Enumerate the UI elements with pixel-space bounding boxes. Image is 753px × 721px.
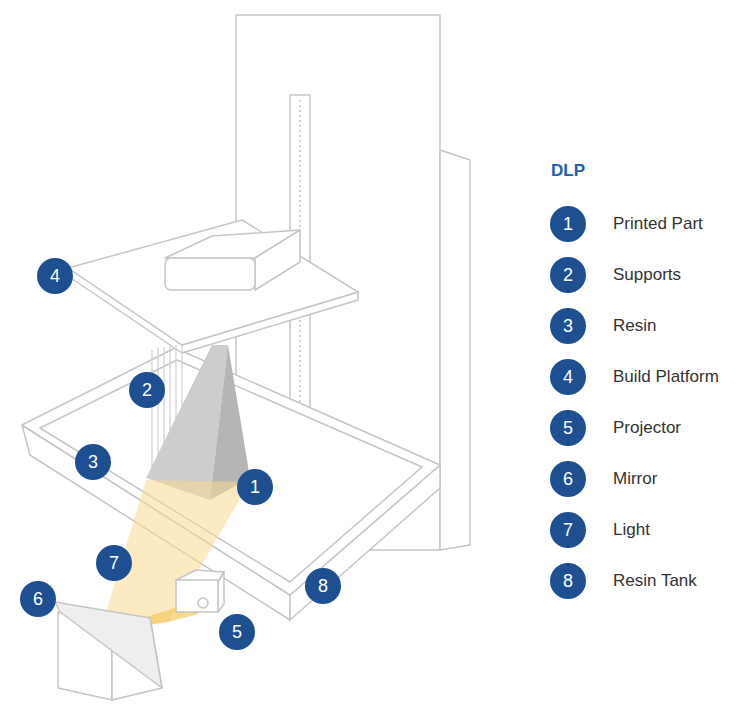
callout-circle: 2 [129,372,165,408]
projector [176,580,218,612]
part-name: Mirror [613,469,657,489]
callout-circle: 2 [550,257,586,293]
callout-number: 7 [563,521,573,539]
callout-circle: 5 [550,410,586,446]
part-name: Light [613,520,650,540]
part-name: Printed Part [613,214,703,234]
callout-circle: 7 [550,512,586,548]
legend-title: DLP [551,161,585,181]
callout-number: 3 [563,317,573,335]
callout-number: 2 [563,266,573,284]
part-name: Resin Tank [613,571,697,591]
projector-lens [198,598,208,608]
part-name: Build Platform [613,367,719,387]
callout-circle: 8 [550,563,586,599]
callout-number: 5 [563,419,573,437]
tower-side [440,150,470,550]
callout-number: 3 [88,453,98,471]
callout-circle: 7 [96,545,132,581]
callout-number: 7 [109,554,119,572]
part-name: Supports [613,265,681,285]
callout-number: 6 [33,590,43,608]
projector-side [218,572,224,612]
callout-number: 2 [142,381,152,399]
callout-number: 8 [563,572,573,590]
callout-circle: 6 [20,581,56,617]
callout-circle: 4 [550,359,586,395]
callout-circle: 5 [219,614,255,650]
callout-number: 8 [318,577,328,595]
callout-number: 1 [563,215,573,233]
part-name: Projector [613,418,681,438]
arm-front [165,258,255,290]
callout-number: 4 [563,368,573,386]
callout-number: 6 [563,470,573,488]
callout-circle: 1 [550,206,586,242]
callout-circle: 3 [550,308,586,344]
mirror [55,602,162,688]
callout-number: 1 [250,478,260,496]
part-name: Resin [613,316,656,336]
callout-circle: 6 [550,461,586,497]
arm-side [255,230,300,290]
callout-circle: 8 [305,568,341,604]
callout-circle: 3 [75,444,111,480]
callout-circle: 4 [37,258,73,294]
callout-number: 5 [232,623,242,641]
callout-number: 4 [50,267,60,285]
callout-circle: 1 [237,469,273,505]
build-platform [68,220,358,345]
